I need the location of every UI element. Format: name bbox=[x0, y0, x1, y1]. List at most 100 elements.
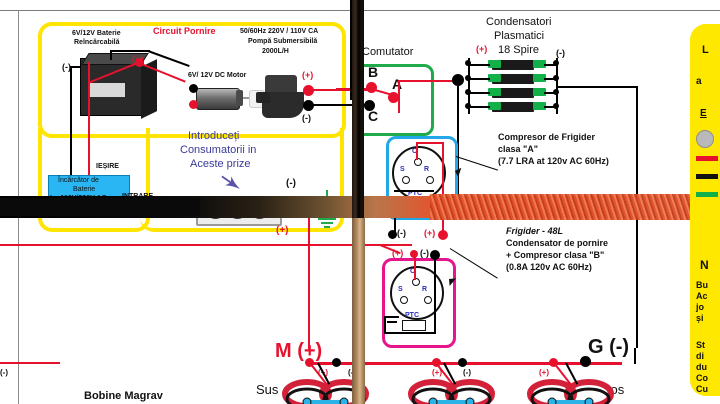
cap1-lead-left bbox=[468, 64, 490, 66]
commutator-contact-a[interactable] bbox=[388, 92, 399, 103]
capacitors-title-line3: 18 Spire bbox=[498, 44, 539, 56]
magrav-red-bus-left bbox=[0, 362, 60, 364]
compressor-a-lower-wire bbox=[394, 190, 434, 192]
info-panel-green-legend-swatch bbox=[696, 192, 718, 197]
compressor-b-node-plus bbox=[410, 250, 418, 258]
compressor-a-right-red bbox=[442, 142, 444, 234]
compressor-b-label-s: S bbox=[398, 286, 403, 293]
info-panel-notes-heading: N bbox=[700, 258, 709, 272]
ground-bar-3 bbox=[324, 226, 330, 228]
battery bbox=[80, 53, 157, 119]
compressor-a-c-wire bbox=[416, 142, 418, 160]
sockets-instruction-line2: Consumatorii in bbox=[180, 144, 257, 156]
magrav-node-black-1 bbox=[332, 358, 341, 367]
battery-top-wire bbox=[110, 50, 150, 52]
commutator-terminal-c: C bbox=[368, 108, 379, 124]
info-panel: L a E N Bu Ac jo și St di du Co Cu Cl Pl… bbox=[690, 24, 720, 396]
ground-bar-2 bbox=[321, 222, 333, 224]
sockets-plus-label: (+) bbox=[276, 225, 289, 236]
magrav-node-black-2 bbox=[458, 358, 467, 367]
rail-m-label: M (+) bbox=[275, 340, 323, 362]
cap-node-l3 bbox=[465, 89, 471, 95]
battery-minus-label: (-) bbox=[62, 62, 71, 72]
pump-terminal-negative bbox=[303, 100, 314, 111]
pump-label-line3: 2000L/H bbox=[262, 48, 289, 55]
compressor-b-label-c: C bbox=[410, 268, 416, 275]
compressor-b-text-line1: Frigider - 48L bbox=[506, 226, 564, 236]
info-panel-title: L bbox=[702, 44, 709, 56]
cap-node-r2 bbox=[553, 75, 559, 81]
capacitor-1-end-left bbox=[488, 60, 501, 68]
compressor-a-terminal-s bbox=[402, 176, 410, 184]
compressor-a-text-line3: (7.7 LRA at 120v AC 60Hz) bbox=[498, 156, 609, 166]
compressor-b-left-wire bbox=[384, 316, 386, 334]
rail-g-label: G (-) bbox=[588, 336, 630, 358]
ground-bar-1 bbox=[318, 218, 336, 220]
commutator-a-riser bbox=[398, 97, 400, 113]
cap3-lead-left bbox=[468, 92, 490, 94]
magrav-node-black-3 bbox=[580, 356, 591, 367]
compressor-a-terminal-r bbox=[426, 176, 434, 184]
compressor-a-node-minus bbox=[388, 230, 397, 239]
photo-overlay-vertical-lower bbox=[352, 218, 365, 404]
info-panel-red-legend-swatch bbox=[696, 156, 718, 161]
commutator-to-cap-red bbox=[399, 80, 457, 82]
compressor-a-plus: (+) bbox=[424, 228, 436, 238]
capacitor-left-rail bbox=[468, 58, 470, 114]
pump-outlet bbox=[256, 92, 270, 103]
capacitors-title-line2: Plasmatici bbox=[494, 30, 545, 42]
cap-node-l4 bbox=[465, 103, 471, 109]
commutator-contact-b[interactable] bbox=[366, 82, 377, 93]
magrav-sign-3: (+) bbox=[432, 368, 442, 377]
magrav-g-drop bbox=[634, 348, 636, 364]
motor-terminal-negative bbox=[189, 84, 198, 93]
commutator-contact-c[interactable] bbox=[364, 100, 375, 111]
charger-line1: Încărcător de bbox=[58, 177, 99, 184]
compressor-a-minus: (-) bbox=[397, 228, 406, 238]
compressor-a-text-line2: clasa "A" bbox=[498, 144, 539, 154]
cap1-lead-right bbox=[544, 64, 558, 66]
cap-right-out-wire bbox=[558, 86, 638, 88]
compressor-b-node-minus bbox=[430, 250, 440, 260]
capacitor-3-end-right bbox=[533, 88, 546, 96]
capacitors-title-line1: Condensatori bbox=[486, 16, 552, 28]
capacitor-2-end-right bbox=[533, 74, 546, 82]
magrav-coil-1 bbox=[282, 379, 369, 404]
compressor-b-lower-wire bbox=[384, 332, 436, 334]
capacitor-3 bbox=[492, 88, 534, 98]
capacitor-4-end-left bbox=[488, 102, 501, 110]
capacitor-2-end-left bbox=[488, 74, 501, 82]
compressor-b-text-line2: Condensator de pornire bbox=[506, 238, 609, 248]
cap2-lead-right bbox=[544, 78, 558, 80]
capacitors-plus-label: (+) bbox=[476, 44, 488, 54]
compressor-a-box bbox=[386, 136, 458, 220]
compressor-b-text-line4: (0.8A 120v AC 60Hz) bbox=[506, 262, 592, 272]
start-circuit-box bbox=[38, 22, 346, 138]
compressor-b-text-line3: + Compresor clasa "B" bbox=[506, 250, 605, 260]
motor-terminal-positive bbox=[189, 100, 198, 109]
pump-motor-housing bbox=[265, 75, 297, 97]
compressor-b-minus: (-) bbox=[420, 248, 429, 258]
charger-box bbox=[38, 128, 150, 232]
battery-label-line1: 6V/12V Baterie bbox=[72, 30, 121, 37]
pump-label-line1: 50/60Hz 220V / 110V CA bbox=[240, 28, 319, 35]
capacitor-4 bbox=[492, 102, 534, 112]
compressor-a-text-line1: Compresor de Frigider bbox=[498, 132, 596, 142]
commutator-title: Comutator bbox=[362, 46, 414, 58]
battery-top-wire-drop bbox=[110, 50, 112, 60]
pump-terminal-positive bbox=[303, 85, 314, 96]
cap4-lead-left bbox=[468, 106, 490, 108]
cap-node-r3 bbox=[553, 89, 559, 95]
magrav-coil-2 bbox=[408, 379, 495, 404]
cap3-lead-right bbox=[544, 92, 558, 94]
sockets-minus-label: (-) bbox=[286, 178, 296, 189]
compressor-b-cap-plate-1 bbox=[385, 316, 399, 318]
compressor-b-label-r: R bbox=[422, 286, 428, 293]
capacitors-minus-label: (-) bbox=[556, 48, 565, 58]
magrav-top-label: Sus bbox=[256, 382, 279, 397]
commutator-a-riser2 bbox=[398, 80, 400, 98]
cap-node-l2 bbox=[465, 75, 471, 81]
info-panel-subtitle: a bbox=[696, 76, 702, 87]
socket-red-riser bbox=[308, 211, 310, 349]
